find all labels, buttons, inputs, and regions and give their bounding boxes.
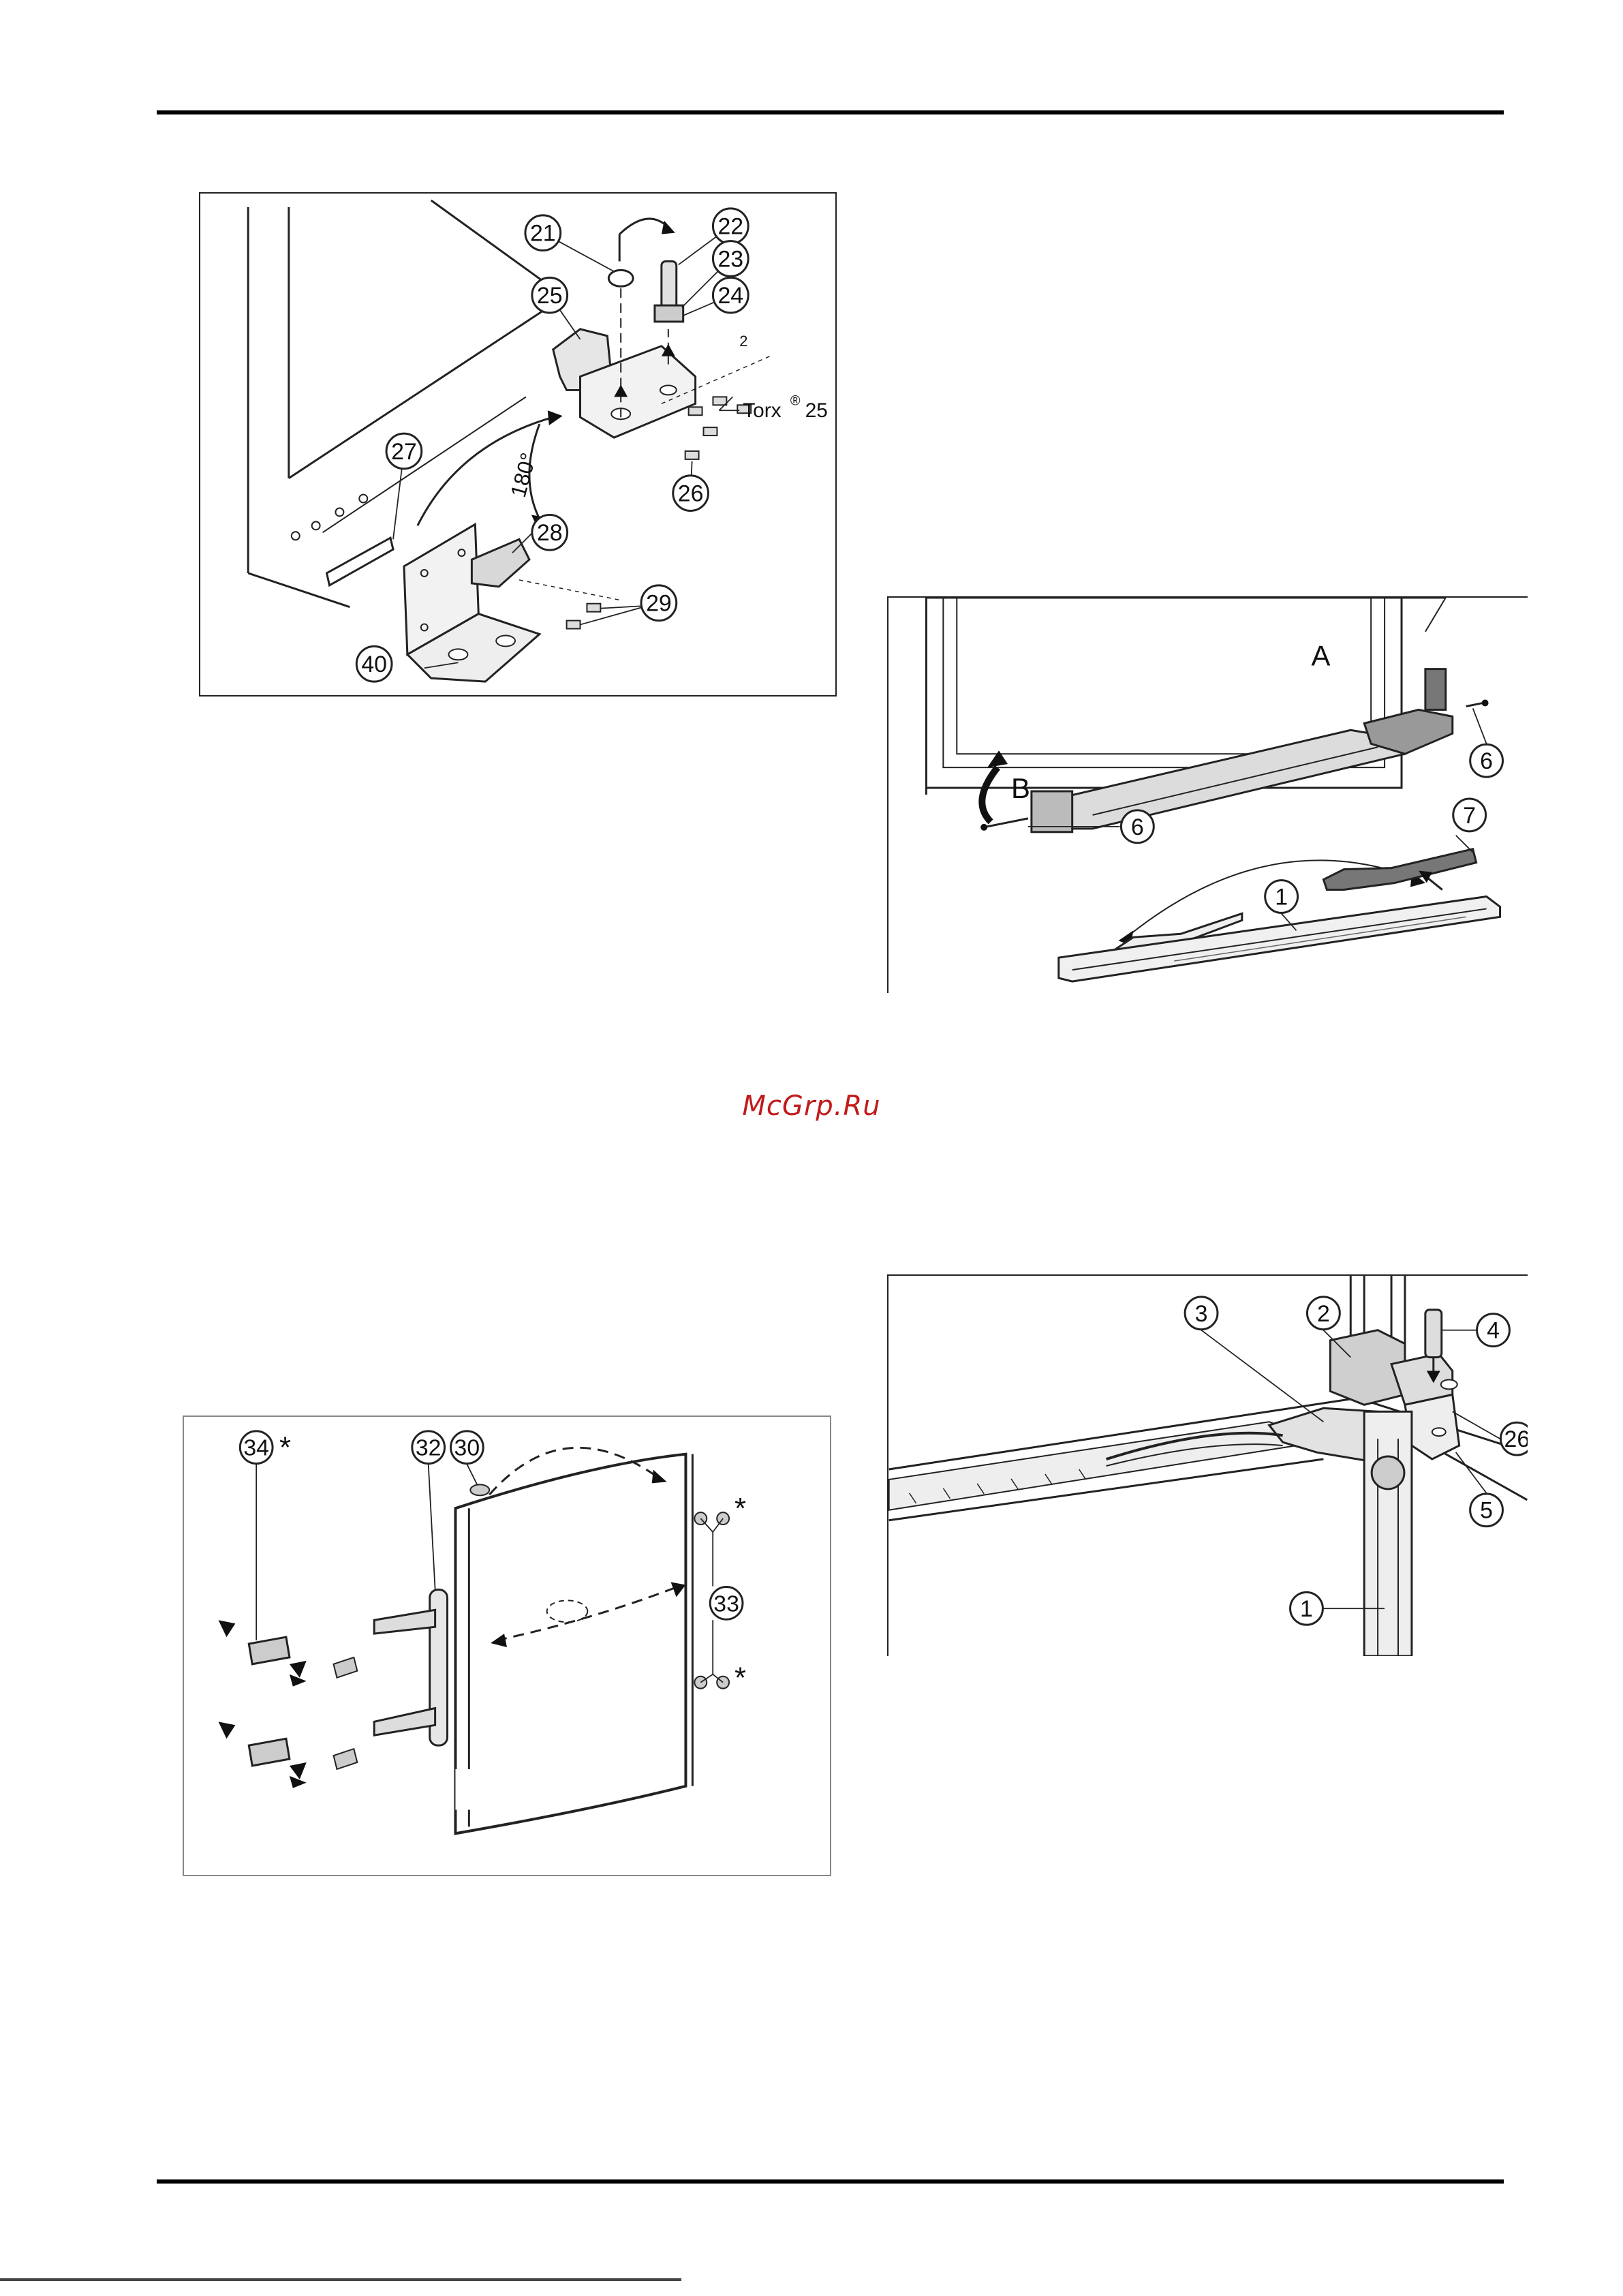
figure-handle-reversal: 34 32 30 33 * * * <box>183 1415 831 1876</box>
callout-40: 40 <box>361 652 387 677</box>
callout-2: 2 <box>1317 1301 1330 1327</box>
callout-6-right: 6 <box>1480 748 1493 774</box>
figure-door-rail: 6 6 7 1 A B <box>887 596 1528 993</box>
callout-26: 26 <box>678 481 704 507</box>
callout-22: 22 <box>718 214 744 240</box>
figure-hinge-rail-detail: 2 3 4 26 5 1 <box>887 1274 1528 1656</box>
torx-label: Torx <box>743 399 781 422</box>
figure-hinge-assembly-drawing: 21 22 23 24 25 26 27 28 29 40 Torx ® 25 … <box>200 194 835 695</box>
callout-29: 29 <box>646 591 672 617</box>
callout-24: 24 <box>718 283 744 309</box>
callout-34: 34 <box>243 1435 269 1461</box>
footer-rule <box>157 2179 1504 2184</box>
torx-registered-mark: ® <box>790 393 801 408</box>
watermark: McGrp.Ru <box>0 1090 1623 1122</box>
callout-1: 1 <box>1300 1596 1313 1622</box>
asterisk-34: * <box>279 1431 291 1465</box>
callout-5: 5 <box>1480 1498 1493 1524</box>
callout-7: 7 <box>1463 803 1476 829</box>
letter-a: A <box>1311 640 1330 672</box>
callout-1: 1 <box>1275 884 1288 910</box>
small-label-2: 2 <box>739 333 747 350</box>
figure-hinge-rail-detail-drawing: 2 3 4 26 5 1 <box>888 1276 1528 1656</box>
callout-33: 33 <box>713 1591 739 1617</box>
callout-32: 32 <box>416 1435 442 1461</box>
letter-b: B <box>1011 772 1030 804</box>
callout-6-left: 6 <box>1131 814 1144 840</box>
angle-label: 180° <box>506 450 541 500</box>
asterisk-33-bottom: * <box>735 1662 746 1695</box>
callout-30: 30 <box>454 1435 480 1461</box>
header-rule <box>157 110 1504 114</box>
callout-27: 27 <box>391 439 417 465</box>
bottom-strip-left <box>0 2278 681 2281</box>
figure-handle-reversal-drawing: 34 32 30 33 * * * <box>184 1417 830 1875</box>
torx-size: 25 <box>805 399 828 422</box>
callout-3: 3 <box>1195 1301 1208 1327</box>
asterisk-33-top: * <box>735 1492 746 1525</box>
callout-28: 28 <box>537 520 563 546</box>
callout-25: 25 <box>537 283 563 309</box>
callout-4: 4 <box>1487 1318 1500 1344</box>
figure-door-rail-drawing: 6 6 7 1 A B <box>888 598 1528 993</box>
callout-21: 21 <box>530 221 556 247</box>
figure-hinge-assembly: 21 22 23 24 25 26 27 28 29 40 Torx ® 25 … <box>199 192 837 697</box>
callout-26: 26 <box>1504 1426 1528 1452</box>
callout-23: 23 <box>718 246 744 272</box>
